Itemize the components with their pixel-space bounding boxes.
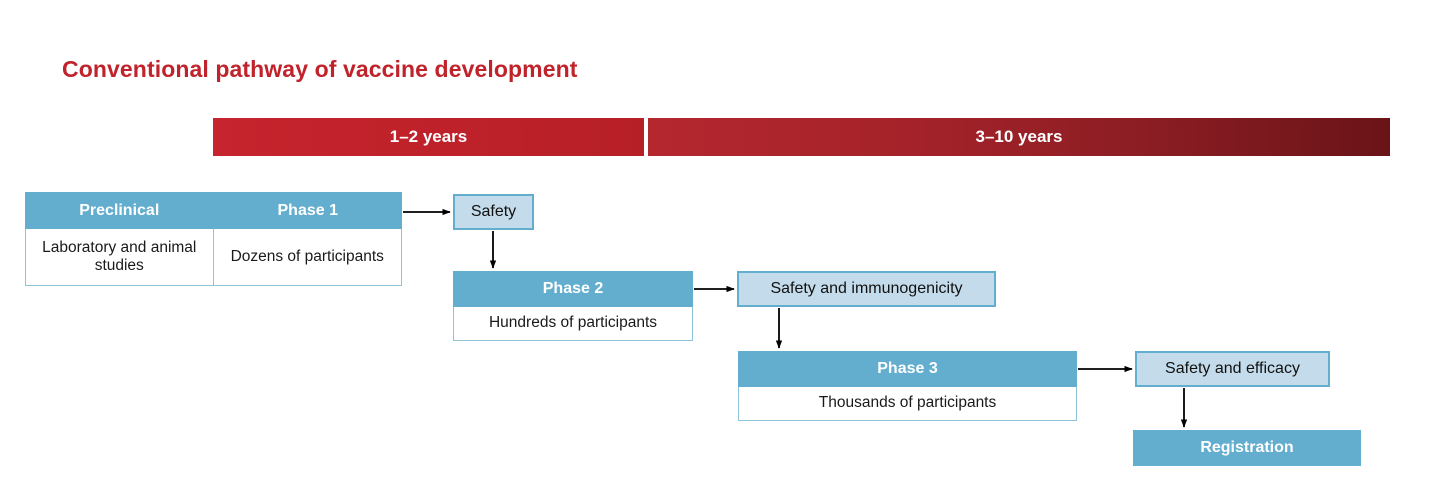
stage-phase2: Phase 2 Hundreds of participants xyxy=(453,271,693,341)
page-title: Conventional pathway of vaccine developm… xyxy=(62,56,578,82)
timeline-bar: 1–2 years 3–10 years xyxy=(213,118,1390,156)
stage-preclinical-body: Laboratory and animal studies xyxy=(25,229,214,286)
stage-phase3: Phase 3 Thousands of participants xyxy=(738,351,1077,421)
outcome-registration: Registration xyxy=(1133,430,1361,466)
timeline-segment-3-10-years: 3–10 years xyxy=(648,118,1390,156)
stage-preclinical: Preclinical Laboratory and animal studie… xyxy=(25,192,214,286)
stage-phase1: Phase 1 Dozens of participants xyxy=(213,192,402,286)
stage-phase2-body: Hundreds of participants xyxy=(453,307,693,341)
stage-phase1-header: Phase 1 xyxy=(213,192,402,229)
stage-group-phase2: Phase 2 Hundreds of participants xyxy=(453,271,693,341)
outcome-safety-and-efficacy: Safety and efficacy xyxy=(1135,351,1330,387)
timeline-segment-1-2-years: 1–2 years xyxy=(213,118,644,156)
stage-group-preclinical-phase1: Preclinical Laboratory and animal studie… xyxy=(25,192,402,286)
stage-phase3-header: Phase 3 xyxy=(738,351,1077,387)
stage-phase1-body: Dozens of participants xyxy=(213,229,402,286)
stage-phase2-header: Phase 2 xyxy=(453,271,693,307)
stage-phase3-body: Thousands of participants xyxy=(738,387,1077,421)
outcome-safety-and-immunogenicity: Safety and immunogenicity xyxy=(737,271,996,307)
outcome-safety: Safety xyxy=(453,194,534,230)
stage-group-phase3: Phase 3 Thousands of participants xyxy=(738,351,1077,421)
stage-preclinical-header: Preclinical xyxy=(25,192,214,229)
